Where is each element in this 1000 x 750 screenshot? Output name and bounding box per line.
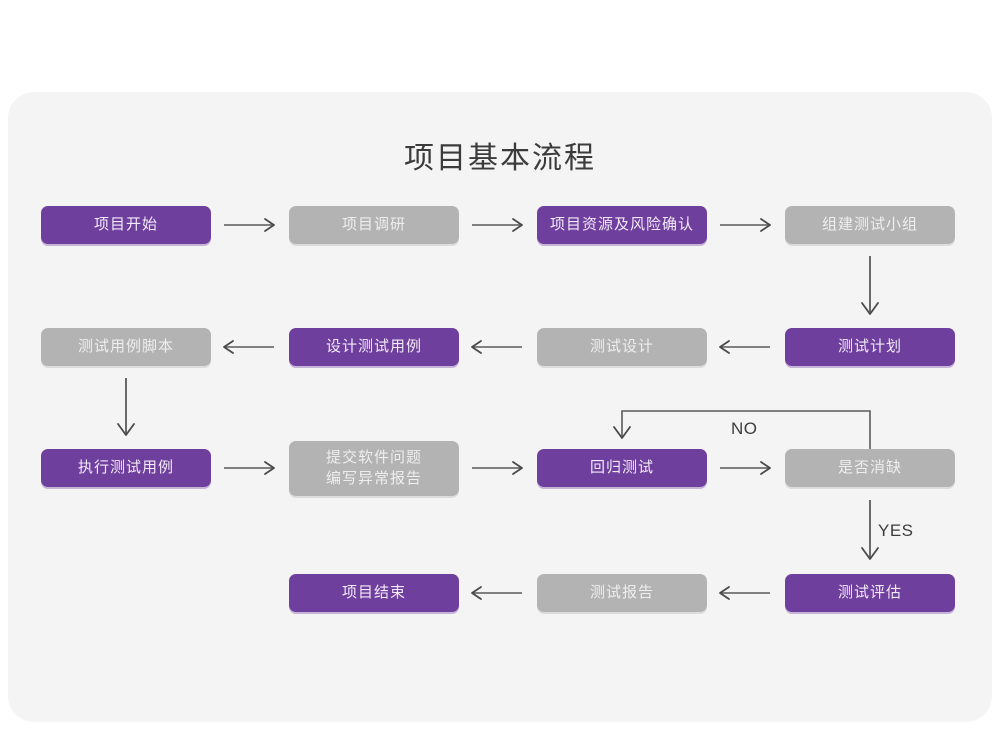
arrow-design-to-case-design bbox=[471, 340, 522, 354]
node-label: 项目开始 bbox=[93, 215, 158, 233]
arrow-submit-to-regression bbox=[472, 461, 523, 475]
node-label: 测试报告 bbox=[589, 583, 654, 601]
arrow-report-to-end bbox=[471, 586, 522, 600]
node-project-start[interactable]: 项目开始 bbox=[41, 206, 211, 244]
arrow-yes-to-evaluation bbox=[861, 500, 879, 560]
arrow-case-design-to-script bbox=[223, 340, 274, 354]
node-test-case-script[interactable]: 测试用例脚本 bbox=[41, 328, 211, 366]
node-label: 项目调研 bbox=[341, 215, 406, 233]
arrow-regression-to-decision bbox=[720, 461, 771, 475]
node-execute-test-case[interactable]: 执行测试用例 bbox=[41, 449, 211, 487]
arrow-evaluation-to-report bbox=[719, 586, 770, 600]
edge-label-no: NO bbox=[731, 419, 758, 438]
arrow-resource-to-team bbox=[720, 218, 771, 232]
arrow-plan-to-design bbox=[719, 340, 770, 354]
node-label: 测试用例脚本 bbox=[77, 337, 174, 355]
node-label: 组建测试小组 bbox=[821, 215, 918, 233]
node-resource-risk-confirm[interactable]: 项目资源及风险确认 bbox=[537, 206, 707, 244]
node-label: 测试计划 bbox=[837, 337, 902, 355]
node-label: 提交软件问题 编写异常报告 bbox=[325, 449, 422, 487]
node-label: 项目结束 bbox=[341, 583, 406, 601]
node-design-test-case[interactable]: 设计测试用例 bbox=[289, 328, 459, 366]
node-project-end[interactable]: 项目结束 bbox=[289, 574, 459, 612]
node-build-test-team[interactable]: 组建测试小组 bbox=[785, 206, 955, 244]
node-label: 测试设计 bbox=[589, 337, 654, 355]
node-defect-resolved-decision[interactable]: 是否消缺 bbox=[785, 449, 955, 487]
arrow-execute-to-submit bbox=[224, 461, 275, 475]
node-label: 是否消缺 bbox=[837, 458, 902, 476]
node-label: 执行测试用例 bbox=[77, 458, 174, 476]
arrow-script-to-execute bbox=[117, 378, 135, 436]
page-title: 项目基本流程 bbox=[404, 142, 596, 175]
node-label: 回归测试 bbox=[589, 458, 654, 476]
node-label: 测试评估 bbox=[837, 583, 902, 601]
node-project-research[interactable]: 项目调研 bbox=[289, 206, 459, 244]
node-test-design[interactable]: 测试设计 bbox=[537, 328, 707, 366]
node-test-evaluation[interactable]: 测试评估 bbox=[785, 574, 955, 612]
arrow-team-to-plan bbox=[861, 256, 879, 315]
arrow-no-loop bbox=[613, 410, 871, 449]
edge-label-yes: YES bbox=[878, 521, 914, 540]
arrow-start-to-research bbox=[224, 218, 275, 232]
diagram-panel bbox=[8, 92, 992, 722]
node-test-plan[interactable]: 测试计划 bbox=[785, 328, 955, 366]
arrow-research-to-resource bbox=[472, 218, 523, 232]
node-label: 项目资源及风险确认 bbox=[549, 215, 694, 233]
node-submit-bug-report[interactable]: 提交软件问题 编写异常报告 bbox=[289, 441, 459, 496]
node-label: 设计测试用例 bbox=[325, 337, 422, 355]
node-regression-test[interactable]: 回归测试 bbox=[537, 449, 707, 487]
node-test-report[interactable]: 测试报告 bbox=[537, 574, 707, 612]
